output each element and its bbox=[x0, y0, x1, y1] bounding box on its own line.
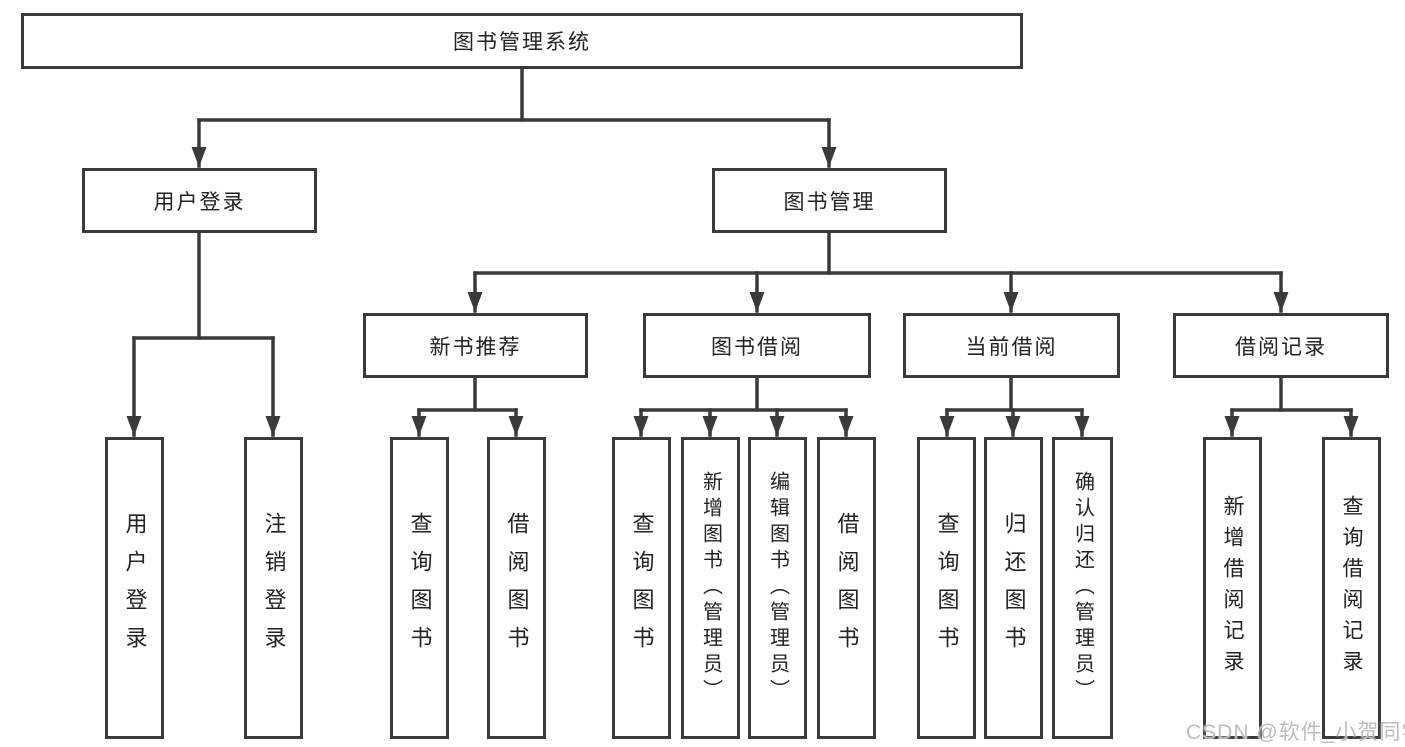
leaf-query-books-recommend-label: 查询图书 bbox=[407, 512, 433, 664]
leaf-query-borrow-record-label: 查询借阅记录 bbox=[1340, 495, 1363, 681]
leaf-query-books-current-label: 查询图书 bbox=[934, 512, 960, 664]
node-book-borrow: 图书借阅 bbox=[643, 313, 871, 378]
node-user-login: 用户登录 bbox=[82, 168, 317, 233]
node-root-library-system: 图书管理系统 bbox=[21, 13, 1023, 69]
node-current-borrow: 当前借阅 bbox=[903, 313, 1120, 378]
node-borrow-records-label: 借阅记录 bbox=[1235, 335, 1327, 359]
connector-lines bbox=[126, 67, 1359, 437]
leaf-add-borrow-record-label: 新增借阅记录 bbox=[1221, 495, 1244, 681]
node-new-book-recommend-label: 新书推荐 bbox=[429, 335, 522, 359]
leaf-query-books-borrow: 查询图书 bbox=[612, 437, 671, 739]
leaf-user-login-label: 用户登录 bbox=[122, 512, 148, 664]
node-book-management-label: 图书管理 bbox=[783, 190, 876, 214]
leaf-borrow-books-label: 借阅图书 bbox=[834, 512, 860, 664]
node-new-book-recommend: 新书推荐 bbox=[363, 313, 588, 378]
leaf-return-book: 归还图书 bbox=[984, 437, 1043, 739]
leaf-query-books-current: 查询图书 bbox=[917, 437, 976, 739]
leaf-logout-label: 注销登录 bbox=[261, 512, 287, 664]
leaf-confirm-return-admin: 确认归还（管理员） bbox=[1052, 437, 1113, 739]
leaf-return-book-label: 归还图书 bbox=[1001, 512, 1027, 664]
leaf-borrow-books-recommend-label: 借阅图书 bbox=[504, 512, 530, 664]
leaf-borrow-books-recommend: 借阅图书 bbox=[487, 437, 546, 739]
leaf-add-borrow-record: 新增借阅记录 bbox=[1203, 437, 1262, 739]
leaf-add-book-admin-label: 新增图书（管理员） bbox=[699, 471, 722, 705]
node-book-management: 图书管理 bbox=[712, 168, 947, 233]
leaf-query-books-borrow-label: 查询图书 bbox=[629, 512, 655, 664]
leaf-query-borrow-record: 查询借阅记录 bbox=[1322, 437, 1381, 739]
node-borrow-records: 借阅记录 bbox=[1173, 313, 1389, 378]
node-current-borrow-label: 当前借阅 bbox=[965, 335, 1058, 359]
node-root-label: 图书管理系统 bbox=[453, 31, 591, 54]
leaf-logout: 注销登录 bbox=[244, 437, 303, 739]
leaf-add-book-admin: 新增图书（管理员） bbox=[681, 437, 740, 739]
leaf-edit-book-admin-label: 编辑图书（管理员） bbox=[766, 471, 789, 705]
node-user-login-label: 用户登录 bbox=[153, 190, 246, 214]
watermark: CSDN @软件_小贺同学 bbox=[1186, 721, 1405, 744]
leaf-borrow-books: 借阅图书 bbox=[817, 437, 876, 739]
leaf-query-books-recommend: 查询图书 bbox=[390, 437, 449, 739]
leaf-user-login: 用户登录 bbox=[105, 437, 164, 739]
leaf-edit-book-admin: 编辑图书（管理员） bbox=[748, 437, 807, 739]
leaf-confirm-return-admin-label: 确认归还（管理员） bbox=[1071, 471, 1094, 705]
node-book-borrow-label: 图书借阅 bbox=[711, 335, 803, 359]
